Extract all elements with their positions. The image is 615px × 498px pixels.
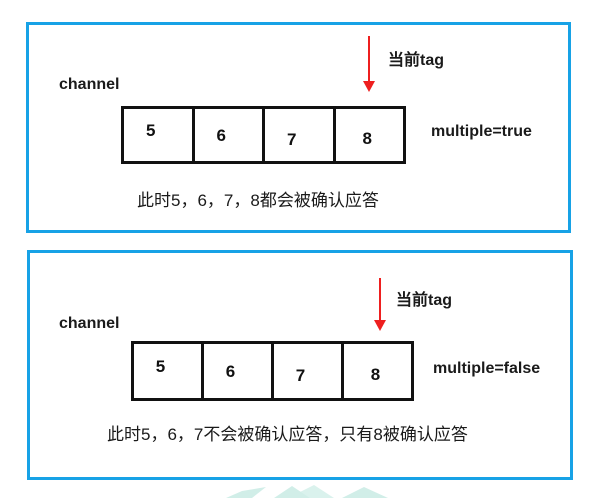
cell-value: 6 — [216, 126, 226, 145]
cell-value: 6 — [225, 362, 236, 381]
queue-cell: 6 — [191, 109, 263, 161]
queue-cell: 5 — [134, 344, 201, 398]
cell-value: 8 — [370, 365, 381, 384]
panel-caption: 此时5，6，7不会被确认应答，只有8被确认应答 — [107, 425, 468, 444]
diagram-panel-multiple-true: channel 当前tag 5 6 7 8 multiple=true 此时5，… — [26, 22, 571, 233]
panel-caption: 此时5，6，7，8都会被确认应答 — [137, 191, 379, 210]
channel-queue: 5 6 7 8 — [121, 106, 406, 164]
cell-value: 8 — [362, 129, 372, 148]
cell-value: 7 — [295, 366, 306, 385]
channel-label: channel — [59, 315, 120, 332]
current-tag-label: 当前tag — [396, 292, 453, 309]
queue-cell: 5 — [124, 109, 192, 161]
cell-value: 7 — [287, 130, 297, 149]
queue-cell: 7 — [271, 344, 341, 398]
diagram-panel-multiple-false: channel 当前tag 5 6 7 8 multiple=false 此时5… — [27, 250, 573, 480]
current-tag-arrow-icon — [363, 36, 375, 92]
multiple-flag-label: multiple=true — [431, 123, 532, 140]
queue-cell: 8 — [332, 109, 404, 161]
queue-cell: 6 — [201, 344, 271, 398]
watermark-logo-icon — [226, 485, 388, 498]
multiple-flag-label: multiple=false — [433, 360, 541, 377]
current-tag-label: 当前tag — [388, 52, 445, 69]
queue-cell: 7 — [262, 109, 333, 161]
cell-value: 5 — [146, 121, 156, 140]
channel-label: channel — [59, 76, 120, 93]
channel-queue: 5 6 7 8 — [131, 341, 414, 401]
cell-value: 5 — [155, 357, 166, 376]
current-tag-arrow-icon — [374, 278, 386, 331]
queue-cell: 8 — [341, 344, 411, 398]
